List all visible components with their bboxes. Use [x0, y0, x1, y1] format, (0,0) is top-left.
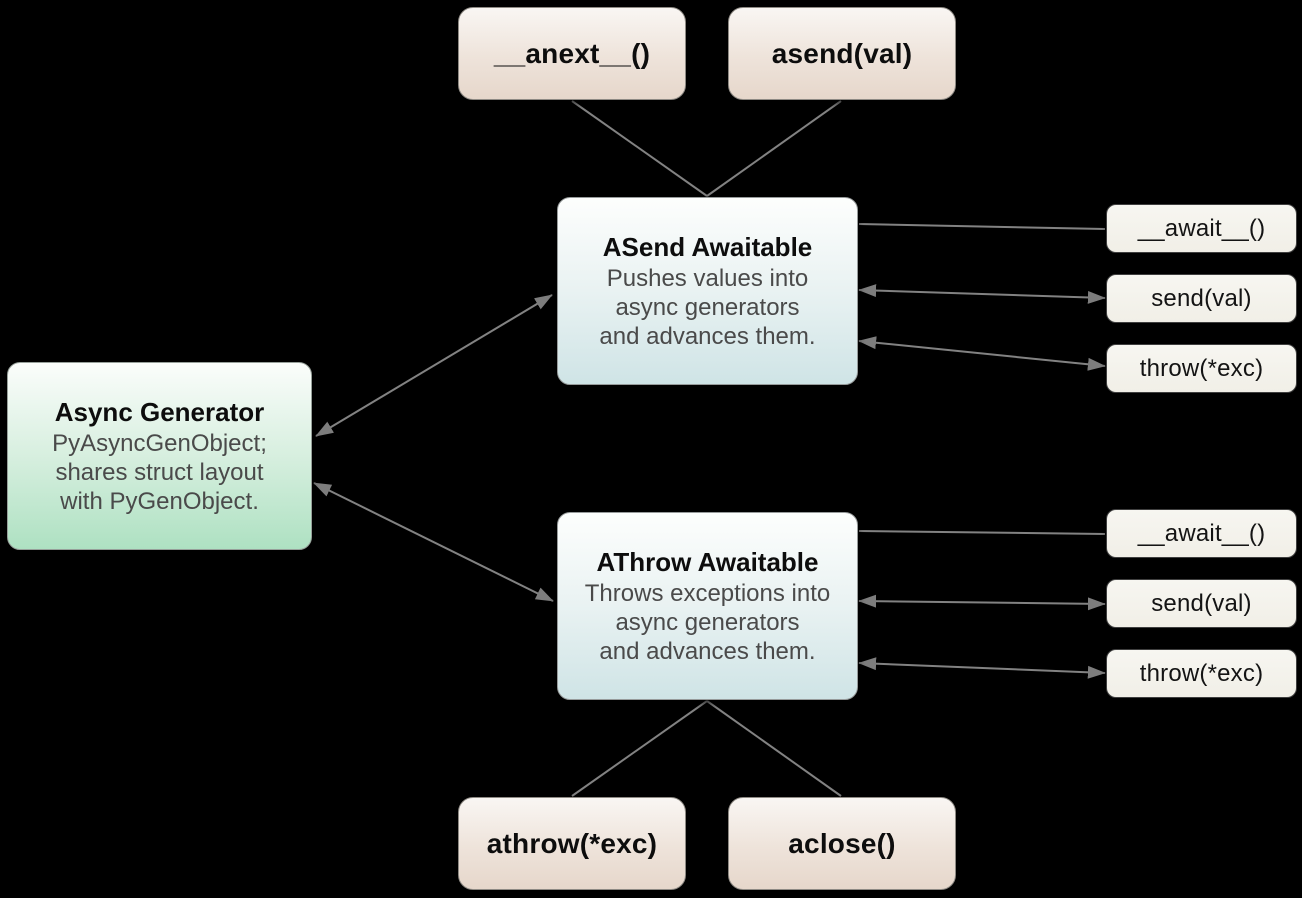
- node-athrow-method-send-label: send(val): [1151, 589, 1252, 617]
- node-athrow: athrow(*exc): [458, 797, 686, 890]
- node-athrow-awaitable: AThrow Awaitable Throws exceptions into …: [557, 512, 858, 700]
- node-asend-method-throw: throw(*exc): [1106, 344, 1297, 393]
- node-async-generator-body: PyAsyncGenObject; shares struct layout w…: [52, 430, 267, 515]
- node-athrow-method-await-label: __await__(): [1137, 519, 1266, 547]
- connector-asend-awaitable-throw: [858, 336, 1106, 371]
- node-athrow-awaitable-title: AThrow Awaitable: [596, 547, 819, 577]
- node-athrow-method-await: __await__(): [1106, 509, 1297, 558]
- node-async-generator-title: Async Generator: [54, 397, 265, 427]
- connector-athrow-awaitable-throw: [858, 657, 1106, 679]
- node-asend-method-send: send(val): [1106, 274, 1297, 323]
- node-athrow-label: athrow(*exc): [486, 827, 658, 859]
- node-aclose: aclose(): [728, 797, 956, 890]
- connector-anext-to-asend-awaitable: [571, 100, 708, 197]
- node-asend-label: asend(val): [771, 37, 913, 69]
- node-athrow-awaitable-body: Throws exceptions into async generators …: [584, 580, 831, 665]
- connector-asend-awaitable-await: [858, 223, 1106, 230]
- node-asend-method-await-label: __await__(): [1137, 214, 1266, 242]
- node-athrow-method-throw: throw(*exc): [1106, 649, 1297, 698]
- node-asend-method-send-label: send(val): [1151, 284, 1252, 312]
- connector-async-generator-athrow-awaitable: [313, 482, 554, 602]
- node-asend-awaitable: ASend Awaitable Pushes values into async…: [557, 197, 858, 385]
- connector-athrow-awaitable-send: [858, 594, 1106, 611]
- connector-athrow-awaitable-to-athrow: [571, 700, 708, 797]
- node-athrow-method-throw-label: throw(*exc): [1139, 659, 1264, 687]
- node-anext-label: __anext__(): [493, 37, 651, 69]
- connector-async-generator-asend-awaitable: [315, 294, 553, 437]
- node-asend-awaitable-body: Pushes values into async generators and …: [599, 265, 816, 350]
- connector-athrow-awaitable-to-aclose: [706, 700, 842, 797]
- connector-athrow-awaitable-await: [858, 530, 1106, 535]
- node-async-generator: Async Generator PyAsyncGenObject; shares…: [7, 362, 312, 550]
- node-asend-method-throw-label: throw(*exc): [1139, 354, 1264, 382]
- connector-asend-awaitable-send: [858, 284, 1106, 304]
- node-athrow-method-send: send(val): [1106, 579, 1297, 628]
- node-aclose-label: aclose(): [788, 827, 896, 859]
- connector-asend-to-asend-awaitable: [706, 100, 842, 197]
- node-asend-awaitable-title: ASend Awaitable: [602, 232, 813, 262]
- node-asend-method-await: __await__(): [1106, 204, 1297, 253]
- node-anext: __anext__(): [458, 7, 686, 100]
- node-asend: asend(val): [728, 7, 956, 100]
